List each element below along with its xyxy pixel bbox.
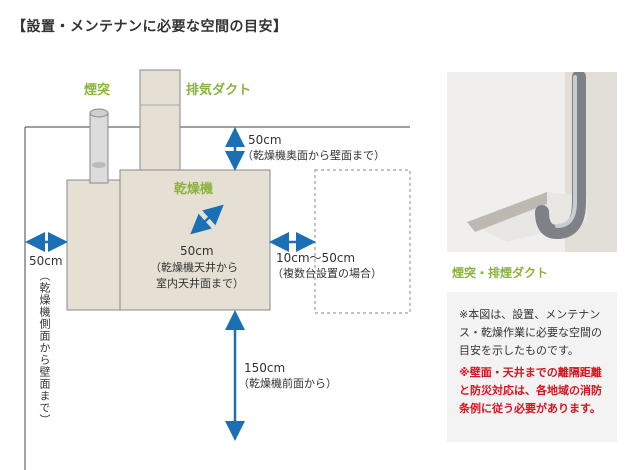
adjacent-unit-dashed: [314, 169, 411, 314]
back-clearance-value: 50cm: [248, 133, 282, 147]
dryer-label: 乾燥機: [174, 182, 214, 197]
diagram-title: 【設置・メンテナンに必要な空間の目安】: [12, 19, 288, 35]
front-clearance-note: （乾燥機前面から）: [238, 377, 337, 390]
side-left-clearance-value: 50cm: [29, 254, 63, 268]
side-left-clearance-note: （乾燥機側面から壁面まで）: [38, 270, 51, 426]
chimney-pipe-shape: [89, 112, 109, 184]
chimney-duct-photo: [447, 72, 617, 252]
top-arrow: [190, 204, 224, 235]
note-text: ※本図は、設置、メンテナンス・乾燥作業に必要な空間の目安を示したものです。: [459, 308, 602, 357]
photo-caption: 煙突・排煙ダクト: [452, 266, 549, 280]
front-clearance-value: 150cm: [244, 361, 286, 375]
top-clearance-value: 50cm: [180, 244, 214, 258]
exhaust-duct-label: 排気ダクト: [186, 83, 252, 98]
dryer-body-shape: [119, 169, 271, 311]
side-unit-shape: [66, 179, 128, 311]
side-right-clearance-value: 10cm～50cm: [276, 251, 356, 265]
top-clearance-note-1: （乾燥機天井から: [150, 261, 238, 274]
note-box: ※本図は、設置、メンテナンス・乾燥作業に必要な空間の目安を示したものです。 ※壁…: [447, 292, 617, 442]
note-warning: ※壁面・天井までの離隔距離と防災対応は、各地域の消防条例に従う必要があります。: [459, 366, 602, 415]
back-clearance-note: （乾燥機奥面から壁面まで）: [242, 149, 385, 162]
top-clearance-note-2: 室内天井面まで）: [156, 277, 244, 290]
chimney-label: 煙突: [84, 83, 111, 98]
exhaust-duct-shape: [139, 69, 181, 171]
installation-diagram: [24, 69, 411, 470]
side-right-clearance-note: （複数台設置の場合）: [272, 267, 382, 280]
